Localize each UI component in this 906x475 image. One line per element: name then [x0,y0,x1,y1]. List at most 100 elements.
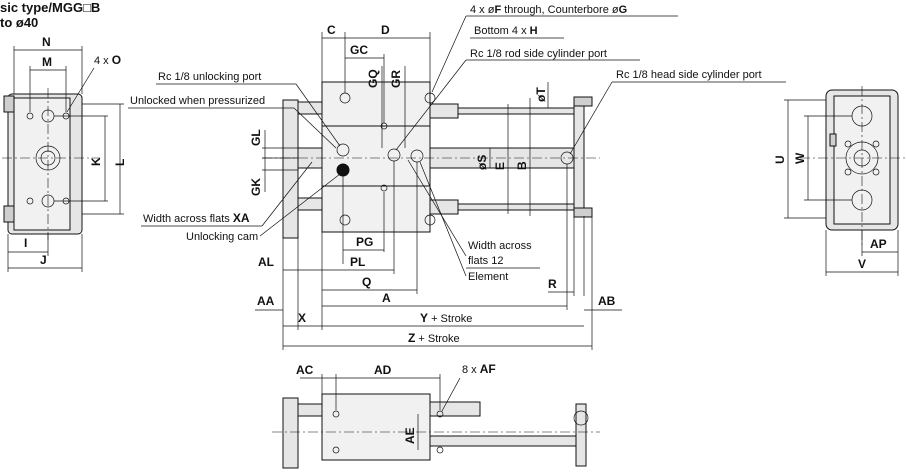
right-end-bolt-4 [872,168,880,176]
main-bolt-4 [424,214,436,226]
right-end-cover [845,141,879,175]
callout-head-port: Rc 1/8 head side cylinder port [616,69,762,81]
dim-c: C [327,23,336,37]
dim-ap: AP [870,237,887,251]
dim-w: W [793,152,807,164]
leader-head-port [569,81,613,155]
dim-ac: AC [296,363,314,377]
bottom-right-plate [575,403,587,467]
right-end-center [853,149,871,167]
dim-a: A [382,291,391,305]
dim-al: AL [258,255,274,269]
dim-gc: GC [350,43,368,57]
leader-rod-port [395,59,467,151]
right-end-view: U W AP V [773,86,906,276]
dim-k: K [89,157,103,166]
dim-pl: PL [350,255,365,269]
bottom-body [321,393,431,461]
dim-aa: AA [257,294,275,308]
bottom-rod-nose [429,401,481,417]
bottom-hole-3 [332,446,340,454]
dim-n: N [42,35,51,49]
callout-cam: Unlocking cam [186,231,258,243]
callout-unlock-port: Rc 1/8 unlocking port [158,71,261,83]
dim-i: I [24,236,27,250]
unlocking-cam [336,163,350,177]
left-end-hole-o-3 [26,197,34,205]
bottom-rod-stub [297,403,323,417]
left-end-rod-inner [40,150,56,166]
dim-v: V [858,257,866,271]
callout-wrench12-l1: Width across [468,240,532,252]
leader-wrench12 [407,159,467,257]
title-line-1: sic type/MGG□B [0,0,100,15]
leader-through-hole [431,15,467,93]
guide-rod-lower [457,203,579,211]
dim-l: L [113,159,127,166]
dim-ad: AD [374,363,392,377]
dim-gl: GL [249,129,263,146]
dim-y-stroke: Y + Stroke [420,311,472,325]
bottom-guide-rod [429,435,577,447]
callout-rod-port: Rc 1/8 rod side cylinder port [470,48,607,60]
right-end-bolt-3 [844,168,852,176]
dim-pg: PG [356,235,373,249]
callout-wrench12-l2: flats 12 [468,255,503,267]
callout-wrench-xa: Width across flats XA [143,211,250,225]
left-end-view: N M 4 x O K L I J [2,35,127,272]
left-end-tab-top [3,95,15,113]
dim-ab: AB [598,294,616,308]
main-body-lower [321,185,431,233]
leader-o-holes [66,67,95,113]
leader-element [419,161,467,277]
callout-element: Element [468,271,508,283]
bottom-view: AC AD AE 8 x AF [272,362,600,469]
bottom-left-plate [282,397,299,469]
main-right-tab-bottom [573,207,593,218]
dim-gk: GK [249,178,263,196]
main-bolt-3 [339,214,351,226]
left-end-hole-o-1 [26,112,34,120]
dim-m: M [42,55,52,69]
callout-af-holes: 8 x AF [462,362,496,376]
dim-d: D [381,23,390,37]
dim-e: E [493,162,507,170]
guide-rod-upper-nose [429,103,459,119]
bottom-hole-2 [436,410,444,418]
main-small-hole-2 [380,184,388,192]
callout-o-holes: 4 x O [94,53,121,67]
bottom-hole-1 [332,410,340,418]
dim-ae: AE [403,427,417,444]
guide-rod-upper [457,107,579,115]
dim-x: X [298,311,306,325]
right-end-bolt-2 [872,140,880,148]
dim-z-stroke: Z + Stroke [408,331,460,345]
dim-s: øS [475,155,489,170]
left-end-rod-hole [35,145,61,171]
left-end-tab-bottom [3,205,15,223]
main-right-tab-top [573,96,593,107]
main-side-view: C D GC GQ GR øT GL GK øS E B PG PL [128,4,786,350]
dim-gr: GR [389,70,403,88]
dim-b: B [515,161,529,170]
guide-rod-lower-nose [429,199,459,215]
right-end-bolt-1 [844,140,852,148]
title-line-2: to ø40 [0,15,38,30]
dim-gq: GQ [366,69,380,88]
leader-cam [259,173,341,237]
leader-unlocked [293,107,337,149]
leader-wrench-xa [261,161,313,227]
bottom-right-hole [573,410,589,426]
main-right-plate [573,97,585,217]
dim-j: J [40,253,47,267]
dim-t: øT [534,87,548,102]
main-left-plate [282,99,299,239]
unlocking-port [336,143,350,157]
dim-q: Q [362,275,371,289]
main-body-center [321,125,431,187]
guide-rod-lower-stub [297,197,323,211]
callout-through-hole: 4 x øF through, Counterbore øG [470,4,627,16]
dim-u: U [773,155,787,164]
dim-r: R [548,277,557,291]
